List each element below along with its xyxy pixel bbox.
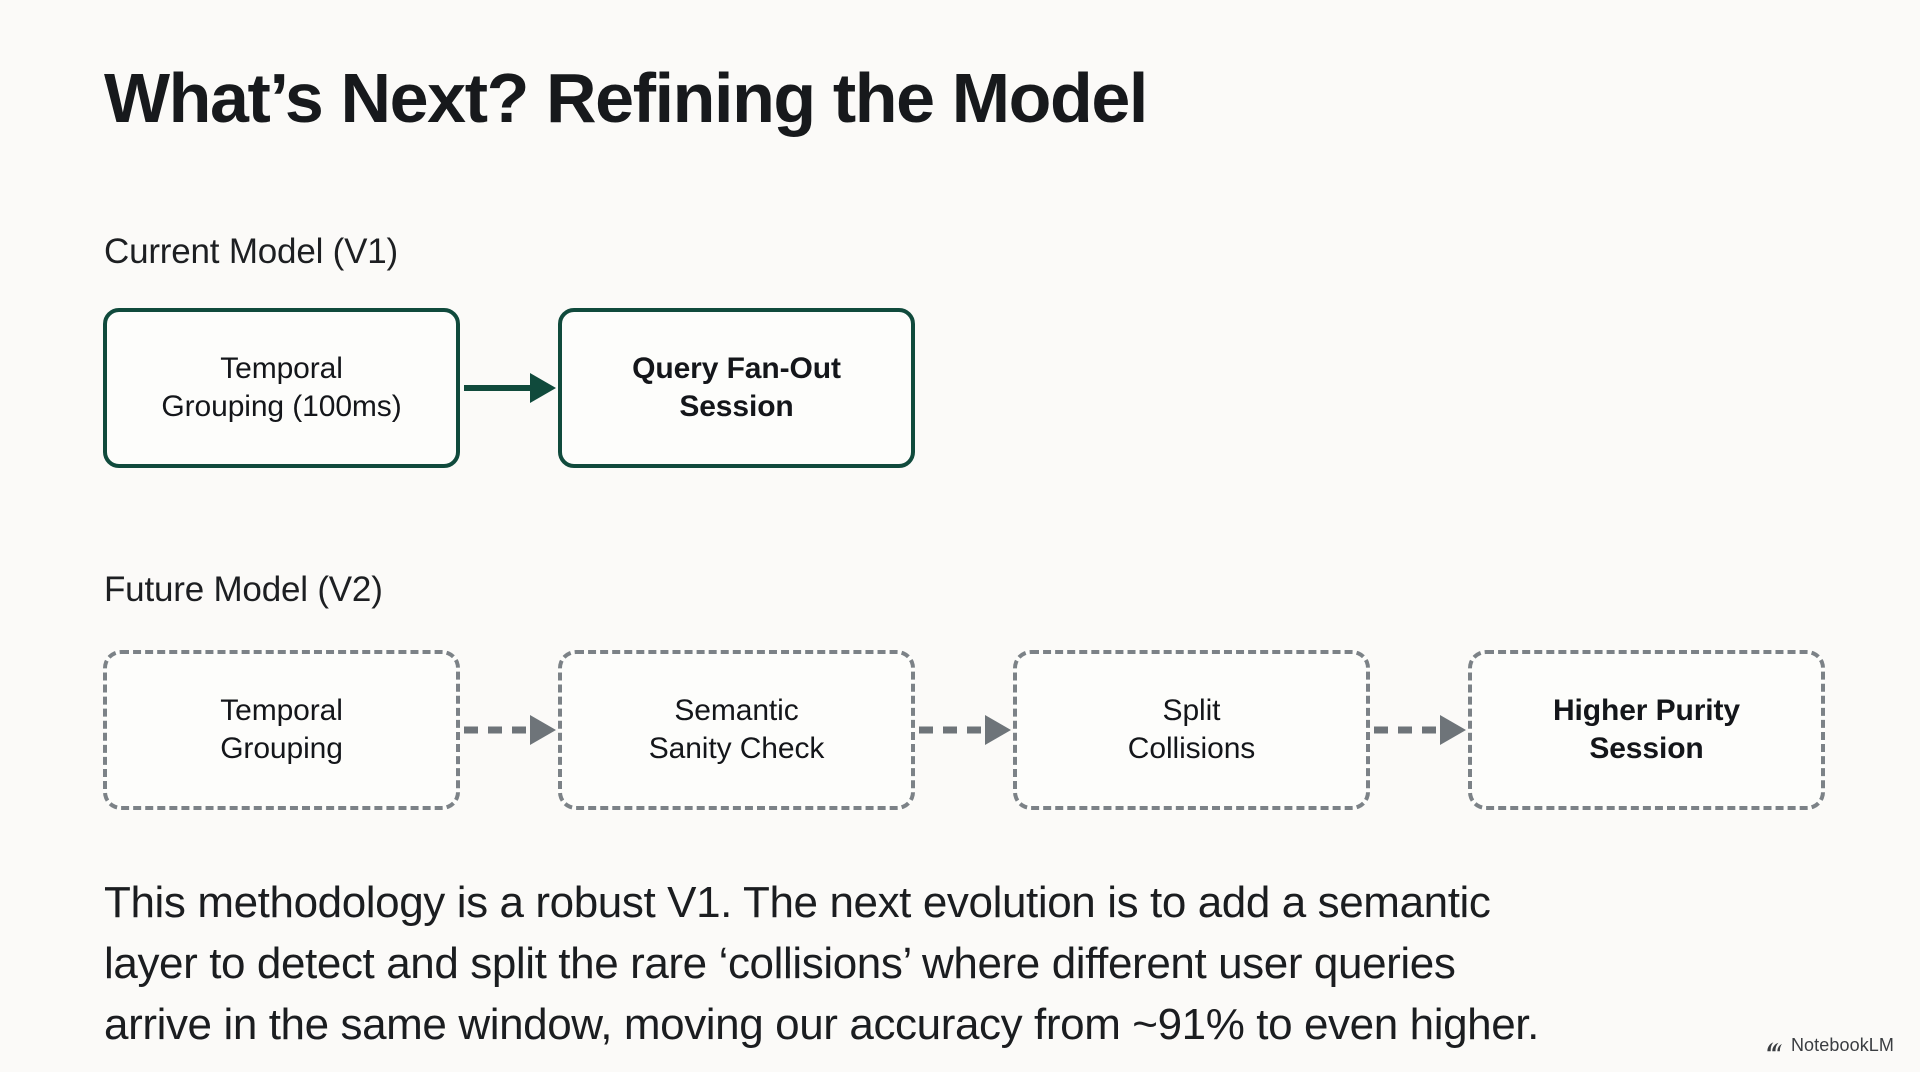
arrow-right-dashed-icon [915,715,1013,745]
flow-node-line2: Collisions [1127,732,1256,765]
notebooklm-watermark: NotebookLM [1765,1035,1894,1056]
flow-node-split-collisions[interactable]: Split Collisions [1013,650,1370,810]
flow-node-line1: Split [1162,693,1221,727]
flow-node-line2: Sanity Check [648,732,825,765]
arrow-head [985,715,1011,745]
arrow-shaft [464,726,526,734]
flow-node-line1: Semantic [674,693,799,727]
flow-node-line1: Temporal [220,351,343,385]
flow-node-label: Semantic Sanity Check [649,692,825,769]
flow-node-label: Query Fan-Out Session [632,350,841,427]
body-paragraph: This methodology is a robust V1. The nex… [104,872,1794,1055]
page-title: What’s Next? Refining the Model [104,59,1148,137]
notebooklm-icon [1765,1036,1784,1055]
flow-node-line1: Temporal [220,693,343,727]
body-line-1: This methodology is a robust V1. The nex… [104,878,1491,927]
flow-node-label: Higher Purity Session [1553,692,1740,769]
arrow-right-icon [460,373,558,403]
flow-node-line2: Session [679,390,794,423]
arrow-right-dashed-icon [1370,715,1468,745]
flow-node-line2: Session [1589,732,1704,765]
flow-node-temporal-grouping-v1[interactable]: Temporal Grouping (100ms) [103,308,460,468]
flow-node-line2: Grouping (100ms) [161,390,402,423]
arrow-shaft [464,385,532,391]
flow-node-label: Split Collisions [1128,692,1255,769]
flow-node-query-fan-out-session[interactable]: Query Fan-Out Session [558,308,915,468]
arrow-head [1440,715,1466,745]
arrow-right-dashed-icon [460,715,558,745]
arrow-head [530,715,556,745]
section-label-current-model: Current Model (V1) [104,232,399,271]
notebooklm-label: NotebookLM [1790,1035,1894,1055]
flow-node-label: Temporal Grouping (100ms) [161,350,401,427]
flow-node-line1: Higher Purity [1552,693,1741,727]
section-label-future-model: Future Model (V2) [104,570,383,609]
flow-diagram-v2: Temporal Grouping Semantic Sanity Check … [103,650,1825,810]
flow-node-semantic-sanity-check[interactable]: Semantic Sanity Check [558,650,915,810]
arrow-shaft [1374,726,1436,734]
body-line-2: layer to detect and split the rare ‘coll… [104,939,1456,988]
flow-node-label: Temporal Grouping [220,692,343,769]
arrow-shaft [919,726,981,734]
flow-node-line2: Grouping [220,732,343,765]
flow-node-line1: Query Fan-Out [632,351,841,385]
flow-diagram-v1: Temporal Grouping (100ms) Query Fan-Out … [103,308,915,468]
flow-node-temporal-grouping-v2[interactable]: Temporal Grouping [103,650,460,810]
flow-node-higher-purity-session[interactable]: Higher Purity Session [1468,650,1825,810]
arrow-head [530,373,556,403]
body-line-3: arrive in the same window, moving our ac… [104,1000,1539,1049]
